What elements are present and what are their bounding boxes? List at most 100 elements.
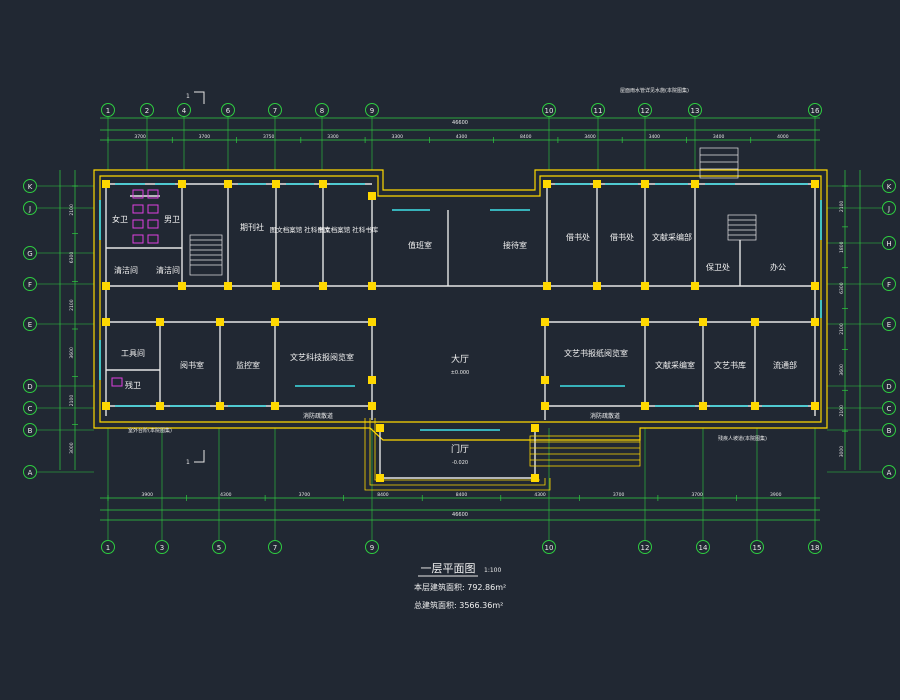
room-reception: 接待室 [503,240,527,250]
axis-bottom-18-label: 18 [811,544,820,552]
axis-left-B-label: B [28,427,33,435]
column-25 [271,318,279,326]
column-23 [156,318,164,326]
axis-bottom-5-label: 5 [217,544,221,552]
dim-bottom-4: 8400 [456,492,468,498]
column-4 [319,180,327,188]
axis-bottom-3-label: 3 [160,544,164,552]
room-lending-1: 借书处 [566,232,590,242]
dim-top-10: 4000 [777,134,789,140]
axis-right-C: C [827,401,896,415]
dim-bottom-1: 4300 [220,492,232,498]
axis-left-J-label: J [28,205,31,213]
room-catalog: 文献采编室 [655,360,695,370]
room-editorial: 期刊社 [240,222,264,232]
axis-top-16: 16 [808,103,822,170]
axis-top-11-label: 11 [594,107,603,115]
axis-right-F: F [827,277,896,291]
column-36 [368,402,376,410]
room-guard: 保卫处 [706,262,730,272]
column-30 [751,318,759,326]
column-40 [751,402,759,410]
axis-bottom-14: 14 [696,428,710,554]
section-mark-bottom [194,450,205,463]
axis-left-G-label: G [27,250,32,258]
column-37 [541,402,549,410]
room-cleaning-2: 清洁间 [156,265,180,275]
axis-top-1: 1 [101,103,115,170]
axis-top-12: 12 [638,103,652,170]
column-12 [178,282,186,290]
axis-top-10: 10 [542,103,556,170]
axis-left-K: K [23,179,94,193]
column-16 [368,282,376,290]
axis-top-9: 9 [365,103,379,170]
axis-top-13-label: 13 [691,107,700,115]
room-archive-1: 图文档案馆 社科书库 [270,225,331,234]
overall-dim-top: 46600 [452,120,468,126]
axis-bottom-10: 10 [542,428,556,554]
column-15 [319,282,327,290]
axis-bottom-12-label: 12 [641,544,650,552]
dim-top-8: 3400 [649,134,661,140]
axis-left-E-label: E [28,321,32,329]
axis-bottom-1-label: 1 [106,544,110,552]
toilet-fixtures-icon [111,189,159,387]
column-47 [531,474,539,482]
drawing-scale: 1:100 [484,567,501,574]
elev-hall: ±0.000 [451,370,470,376]
dim-right-3: 2100 [839,323,845,335]
dim-right-0: 2100 [839,201,845,213]
column-14 [272,282,280,290]
column-29 [699,318,707,326]
column-28 [641,318,649,326]
room-monitor-top: 值班室 [408,240,432,250]
dim-top-2: 3750 [263,134,275,140]
column-10 [811,180,819,188]
axis-top-8-label: 8 [320,107,324,115]
axis-bottom-5: 5 [212,428,226,554]
axis-top-1-label: 1 [106,107,110,115]
axis-left-F-label: F [28,281,32,289]
axis-top-6: 6 [221,103,235,170]
axis-top-4: 4 [177,103,191,170]
drawing-title: 一层平面图 [421,562,476,575]
axis-left-C: C [23,401,94,415]
interior-walls [105,182,816,479]
dimension-lines [59,117,861,521]
axis-right-K-label: K [887,183,892,191]
axis-left-B: B [23,423,94,437]
column-6 [543,180,551,188]
elev-entrance: -0.020 [452,460,468,466]
room-reading-room: 阅书室 [180,360,204,370]
axis-top-2: 2 [140,103,154,170]
dim-top-5: 4300 [456,134,468,140]
dim-right-6: 3000 [839,446,845,458]
dim-right-5: 2100 [839,405,845,417]
axis-left-F: F [23,277,94,291]
axis-right-K: K [827,179,896,193]
column-5 [368,192,376,200]
column-11 [102,282,110,290]
section-mark-top [194,91,205,104]
column-27 [541,318,549,326]
axis-bottom-15-label: 15 [753,544,762,552]
axis-left-G: G [23,246,94,260]
axis-bottom-1: 1 [101,428,115,554]
dim-top-0: 3700 [134,134,146,140]
column-1 [178,180,186,188]
stair-left-icon [189,234,223,276]
axis-top-13: 13 [688,103,702,170]
axis-top-12-label: 12 [641,107,650,115]
floor-area: 本层建筑面积: 792.86m² [414,582,506,592]
column-0 [102,180,110,188]
total-area: 总建筑面积: 3566.36m² [414,600,503,610]
structural-columns [102,180,819,482]
column-21 [811,282,819,290]
column-9 [691,180,699,188]
